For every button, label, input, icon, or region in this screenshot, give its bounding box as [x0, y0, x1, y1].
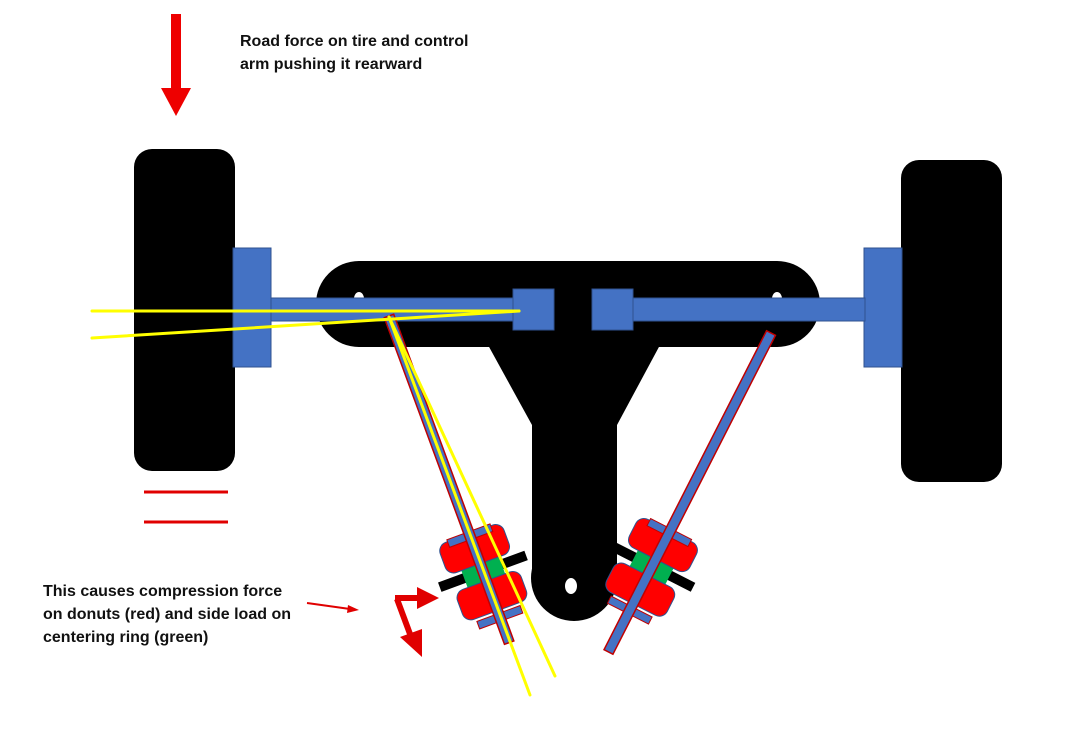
- right-hub: [863, 247, 903, 368]
- road-force-label-line-1: Road force on tire and control: [240, 33, 469, 50]
- right-tie-rod: [631, 297, 866, 322]
- frame: [316, 261, 820, 621]
- compression-force-label: This causes compression force on donuts …: [43, 580, 291, 649]
- right-tire: [901, 160, 1002, 482]
- ground-lines: [144, 490, 228, 524]
- right-control-arm: [603, 329, 777, 656]
- compression-label-line-2: on donuts (red) and side load on: [43, 606, 291, 623]
- right-center-block: [591, 288, 634, 331]
- road-force-arrow: [161, 14, 191, 116]
- force-lines: [90, 309, 557, 697]
- left-center-block: [512, 288, 555, 331]
- compression-label-line-1: This causes compression force: [43, 583, 283, 600]
- left-hub: [232, 247, 272, 368]
- road-force-label: Road force on tire and control arm pushi…: [240, 30, 468, 76]
- compression-label-line-3: centering ring (green): [43, 629, 209, 646]
- force-direction-arrows: [394, 587, 439, 657]
- road-force-label-line-2: arm pushing it rearward: [240, 56, 423, 73]
- pointer-arrow: [306, 602, 359, 613]
